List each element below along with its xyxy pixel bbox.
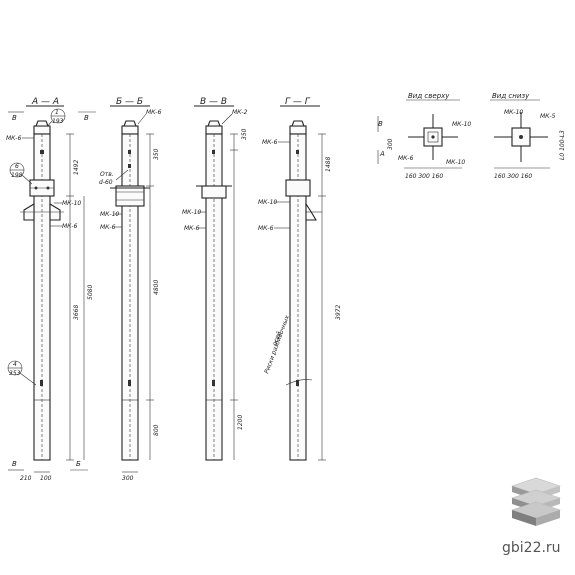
label-mk6-top: МК-6 bbox=[398, 155, 414, 162]
dim-4800: 4800 bbox=[153, 280, 160, 295]
dim-5080: 5080 bbox=[87, 285, 94, 300]
section-title-v: В — В bbox=[200, 97, 227, 107]
label-osej: осей bbox=[271, 331, 283, 347]
post-g: Г — Г МК-6 МК-10 МК-6 Риски разбивочных … bbox=[258, 97, 342, 461]
dim-800: 800 bbox=[153, 424, 160, 436]
label-b-bottom-left: В bbox=[12, 460, 17, 468]
label-mk5: МК-5 bbox=[540, 113, 556, 120]
callout-6-bottom: 198 bbox=[11, 172, 23, 179]
callout-4-bottom: 353 bbox=[9, 370, 21, 377]
dim-300-top: 300 bbox=[387, 138, 394, 150]
label-mk10-top: МК-10 bbox=[452, 121, 471, 128]
dim-row-top: 160 300 160 bbox=[405, 173, 443, 180]
dim-1488: 1488 bbox=[325, 157, 332, 172]
post-b: Б — Б МК-6 Отв. d-60 МК-10 МК-6 350 4800… bbox=[99, 97, 162, 482]
dim-300-b: 300 bbox=[122, 475, 134, 482]
label-bb-bottom: Б bbox=[76, 460, 81, 468]
dim-1200: 1200 bbox=[237, 415, 244, 430]
section-title-a: A — A bbox=[31, 97, 59, 107]
dim-3668: 3668 bbox=[73, 305, 80, 320]
post-a: A — A В В 1 193 МК-6 6 198 bbox=[6, 97, 96, 482]
label-otv-d: d-60 bbox=[99, 179, 113, 186]
label-mk10-bottom: МК-10 bbox=[504, 109, 523, 116]
label-mk10-g: МК-10 bbox=[258, 199, 277, 206]
label-mk6-g2: МК-6 bbox=[258, 225, 274, 232]
view-top: Вид сверху В А МК-10 МК-6 МК-10 300 160 … bbox=[377, 92, 471, 180]
view-bottom-title: Вид снизу bbox=[492, 92, 530, 100]
post-v: В — В МК-2 МК-10 МК-6 350 1200 bbox=[182, 97, 248, 461]
label-a-top: А bbox=[379, 150, 385, 158]
dim-row-bottom: 160 300 160 bbox=[494, 173, 532, 180]
label-b-left: В bbox=[12, 114, 17, 122]
label-mk10-v: МК-10 bbox=[182, 209, 201, 216]
callout-1-top: 1 bbox=[55, 109, 59, 116]
dim-1492: 1492 bbox=[73, 160, 80, 175]
brand-site: gbi22.ru bbox=[502, 540, 561, 556]
label-mk10-top2: МК-10 bbox=[446, 159, 465, 166]
label-b-right: В bbox=[84, 114, 89, 122]
callout-6-top: 6 bbox=[15, 163, 19, 170]
label-g-top: В bbox=[378, 120, 383, 128]
label-otv: Отв. bbox=[100, 171, 114, 178]
dim-100: 100 bbox=[40, 475, 52, 482]
view-top-title: Вид сверху bbox=[408, 92, 450, 100]
callout-4-top: 4 bbox=[13, 361, 17, 368]
label-mk6-v: МК-6 bbox=[184, 225, 200, 232]
label-mk6-a: МК-6 bbox=[6, 135, 22, 142]
view-bottom: Вид снизу МК-10 МК-5 L0 100-L3 160 300 1… bbox=[490, 92, 566, 180]
label-mk6-b: МК-6 bbox=[146, 109, 162, 116]
dim-350-v: 350 bbox=[241, 128, 248, 140]
callout-1-bottom: 193 bbox=[52, 118, 64, 125]
section-title-g: Г — Г bbox=[285, 97, 311, 107]
label-mk10-a: МК-10 bbox=[62, 200, 81, 207]
label-mk2: МК-2 bbox=[232, 109, 248, 116]
dim-210: 210 bbox=[20, 475, 32, 482]
dim-350-b: 350 bbox=[153, 148, 160, 160]
cube-stack-icon bbox=[511, 477, 561, 526]
label-mk6-b2: МК-6 bbox=[100, 224, 116, 231]
brand-logo: gbi22.ru bbox=[502, 477, 561, 556]
label-mk10-b: МК-10 bbox=[100, 211, 119, 218]
section-title-b: Б — Б bbox=[116, 97, 143, 107]
dim-3972: 3972 bbox=[335, 305, 342, 320]
label-l0: L0 100-L3 bbox=[559, 130, 566, 160]
label-mk6-g: МК-6 bbox=[262, 139, 278, 146]
